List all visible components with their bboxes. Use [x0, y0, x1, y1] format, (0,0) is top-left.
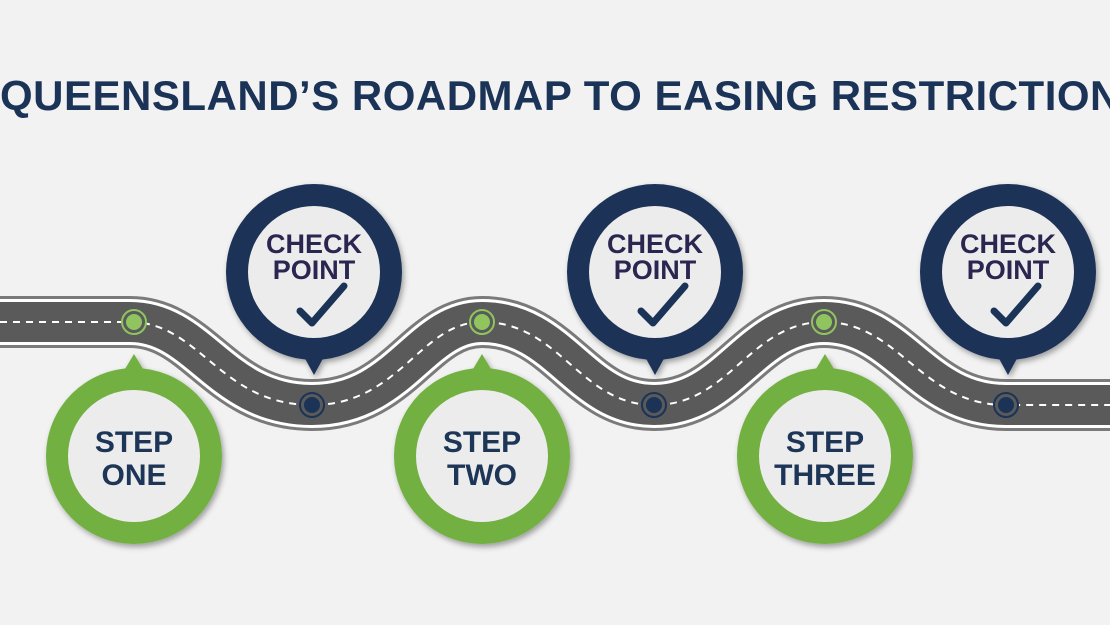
step-label-line2: TWO: [447, 459, 517, 492]
step-label-line1: STEP: [95, 426, 173, 459]
checkmark-icon: [990, 282, 1042, 327]
page-title: QUEENSLAND’S ROADMAP TO EASING RESTRICTI…: [0, 72, 1110, 119]
step-marker-3: [811, 309, 837, 335]
checkpoint-label-line2: POINT: [614, 255, 697, 285]
step-inner-circle: [68, 390, 200, 522]
checkpoint-marker-2: [641, 392, 667, 418]
step-label-line2: THREE: [774, 459, 876, 492]
step-label-line1: STEP: [786, 426, 864, 459]
checkpoint-marker-1: [299, 392, 325, 418]
checkpoint-inner-circle: [589, 206, 721, 338]
checkpoint-label-line1: CHECK: [960, 229, 1057, 259]
step-pin-3: STEP THREE: [737, 354, 913, 544]
checkpoint-label-line2: POINT: [273, 255, 356, 285]
checkpoint-label-line2: POINT: [967, 255, 1050, 285]
checkpoint-pin-1: CHECK POINT: [226, 184, 402, 375]
step-inner-circle: [416, 390, 548, 522]
checkmark-icon: [296, 282, 348, 327]
step-inner-circle: [759, 390, 891, 522]
road-center-line: [0, 320, 1110, 407]
checkpoint-pin-3: CHECK POINT: [920, 184, 1096, 375]
step-label-line2: ONE: [101, 459, 166, 492]
step-marker-2: [469, 309, 495, 335]
step-pin-1: STEP ONE: [46, 354, 222, 544]
checkmark-icon: [637, 282, 689, 327]
step-pin-2: STEP TWO: [394, 354, 570, 544]
checkpoint-marker-3: [993, 392, 1019, 418]
checkpoint-label-line1: CHECK: [607, 229, 704, 259]
checkpoint-label-line1: CHECK: [266, 229, 363, 259]
road: [0, 295, 1110, 432]
step-label-line1: STEP: [443, 426, 521, 459]
checkpoint-inner-circle: [942, 206, 1074, 338]
checkpoint-pin-2: CHECK POINT: [567, 184, 743, 375]
step-marker-1: [121, 309, 147, 335]
checkpoint-inner-circle: [248, 206, 380, 338]
